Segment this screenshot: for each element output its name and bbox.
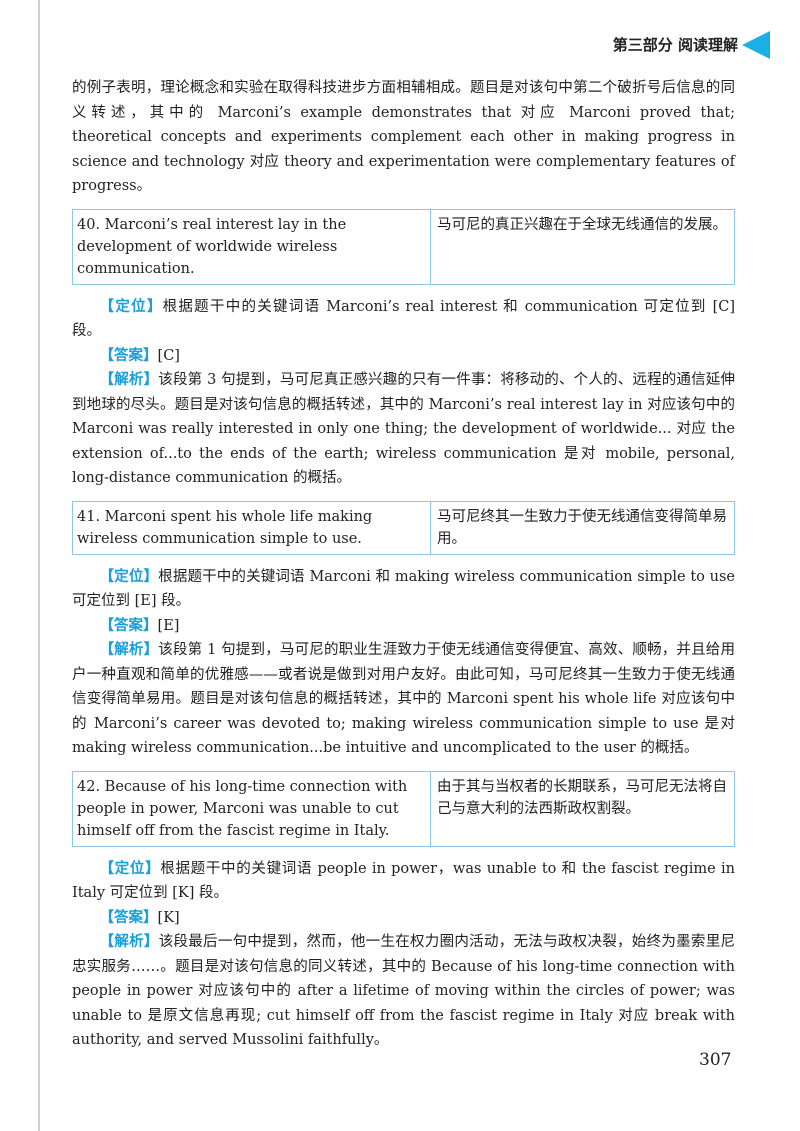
question-block-42: 42. Because of his long-time connection … [72,770,735,1053]
locate-tag: 【定位】 [99,568,159,585]
question-block-40: 40. Marconi’s real interest lay in the d… [72,208,735,491]
question-box: 41. Marconi spent his whole life making … [72,500,735,555]
analysis-text: 该段最后一句中提到，然而，他一生在权力圈内活动，无法与政权决裂，始终为墨索里尼忠… [72,934,735,1048]
answer-tag: 【答案】 [99,617,158,634]
locate-paragraph: 【定位】根据题干中的关键词语 Marconi 和 making wireless… [72,565,735,614]
answer-text: [C] [157,347,180,364]
answer-tag: 【答案】 [99,347,158,364]
question-box: 40. Marconi’s real interest lay in the d… [72,208,735,285]
question-english: 42. Because of his long-time connection … [73,771,431,846]
question-box: 42. Because of his long-time connection … [72,770,735,847]
question-chinese: 由于其与当权者的长期联系，马可尼无法将自己与意大利的法西斯政权割裂。 [437,778,727,817]
page-number: 307 [699,1050,732,1070]
analysis-text: 该段第 3 句提到，马可尼真正感兴趣的只有一件事：将移动的、个人的、远程的通信延… [72,372,735,486]
locate-tag: 【定位】 [99,298,163,315]
page-left-rule [38,0,40,1131]
section-title: 第三部分 阅读理解 [612,36,738,54]
answer-paragraph: 【答案】[E] [72,614,735,639]
page-content: 的例子表明，理论概念和实验在取得科技进步方面相辅相成。题目是对该句中第二个破折号… [72,76,735,1053]
question-chinese: 马可尼的真正兴趣在于全球无线通信的发展。 [437,216,727,233]
locate-text: 根据题干中的关键词语 people in power，was unable to… [72,860,736,902]
header-arrow-icon [742,31,770,59]
question-english: 41. Marconi spent his whole life making … [73,501,431,554]
locate-paragraph: 【定位】根据题干中的关键词语 Marconi’s real interest 和… [72,295,735,344]
question-block-41: 41. Marconi spent his whole life making … [72,500,735,761]
question-english: 40. Marconi’s real interest lay in the d… [73,209,431,284]
locate-tag: 【定位】 [99,860,161,877]
locate-text: 根据题干中的关键词语 Marconi 和 making wireless com… [72,568,736,610]
answer-text: [K] [157,909,180,926]
analysis-paragraph: 【解析】该段第 1 句提到，马可尼的职业生涯致力于使无线通信变得便宜、高效、顺畅… [72,638,735,761]
analysis-tag: 【解析】 [99,642,159,658]
answer-text: [E] [157,617,180,634]
intro-paragraph: 的例子表明，理论概念和实验在取得科技进步方面相辅相成。题目是对该句中第二个破折号… [72,80,735,194]
analysis-paragraph: 【解析】该段最后一句中提到，然而，他一生在权力圈内活动，无法与政权决裂，始终为墨… [72,930,735,1053]
answer-paragraph: 【答案】[C] [72,344,735,369]
analysis-tag: 【解析】 [99,934,159,950]
analysis-paragraph: 【解析】该段第 3 句提到，马可尼真正感兴趣的只有一件事：将移动的、个人的、远程… [72,368,735,491]
question-chinese: 马可尼终其一生致力于使无线通信变得简单易用。 [437,508,727,547]
locate-paragraph: 【定位】根据题干中的关键词语 people in power，was unabl… [72,857,735,906]
answer-paragraph: 【答案】[K] [72,906,735,931]
analysis-text: 该段第 1 句提到，马可尼的职业生涯致力于使无线通信变得便宜、高效、顺畅，并且给… [72,642,735,756]
answer-tag: 【答案】 [99,909,158,926]
analysis-tag: 【解析】 [99,372,159,388]
locate-text: 根据题干中的关键词语 Marconi’s real interest 和 com… [72,298,735,340]
page-header: 第三部分 阅读理解 [560,30,800,59]
